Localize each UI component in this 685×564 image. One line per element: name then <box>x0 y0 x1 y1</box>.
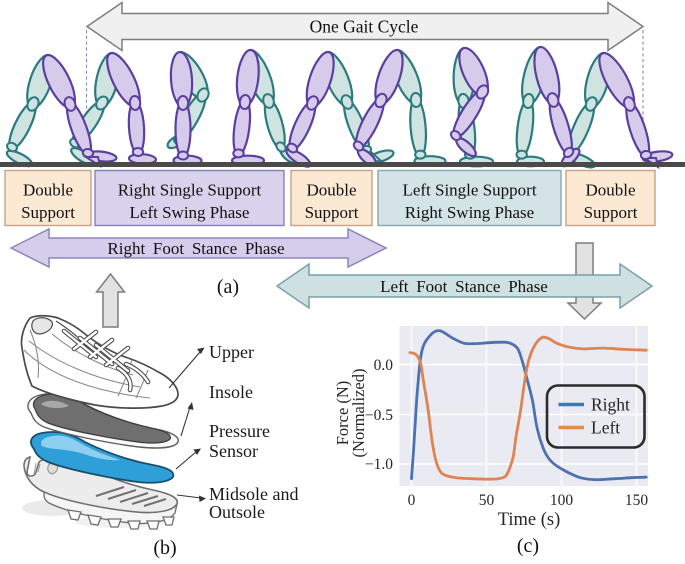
svg-text:Sensor: Sensor <box>209 441 258 461</box>
svg-text:Upper: Upper <box>209 342 254 362</box>
svg-text:Force (N): Force (N) <box>333 381 352 446</box>
svg-text:Insole: Insole <box>209 382 253 402</box>
svg-text:(a): (a) <box>217 276 239 298</box>
svg-text:Support: Support <box>305 203 359 222</box>
svg-text:Double: Double <box>306 181 356 200</box>
svg-text:Left Swing Phase: Left Swing Phase <box>130 203 250 222</box>
svg-text:0: 0 <box>408 492 416 509</box>
svg-text:Support: Support <box>21 203 75 222</box>
svg-text:(Normalized): (Normalized) <box>349 369 368 458</box>
svg-text:Left Single Support: Left Single Support <box>402 181 536 200</box>
svg-text:(b): (b) <box>153 537 176 559</box>
svg-text:Pressure: Pressure <box>209 421 270 441</box>
svg-text:−1.0: −1.0 <box>365 456 393 473</box>
svg-text:0.0: 0.0 <box>374 357 394 374</box>
svg-text:Right: Right <box>591 395 630 415</box>
svg-text:Right Foot Stance Phase: Right Foot Stance Phase <box>107 239 284 258</box>
svg-text:Outsole: Outsole <box>209 502 265 522</box>
svg-text:One Gait Cycle: One Gait Cycle <box>310 17 419 37</box>
svg-text:Right Swing Phase: Right Swing Phase <box>405 203 534 222</box>
svg-text:Right Single Support: Right Single Support <box>118 181 262 200</box>
svg-text:Double: Double <box>585 181 635 200</box>
svg-text:Time (s): Time (s) <box>498 510 561 530</box>
svg-text:Left Foot Stance Phase: Left Foot Stance Phase <box>380 277 548 296</box>
svg-text:−0.5: −0.5 <box>365 407 393 424</box>
svg-text:Double: Double <box>23 181 73 200</box>
svg-text:100: 100 <box>550 492 574 509</box>
svg-text:(c): (c) <box>517 535 539 557</box>
svg-text:Left: Left <box>591 418 620 438</box>
svg-text:150: 150 <box>625 492 649 509</box>
svg-text:Midsole and: Midsole and <box>209 484 299 504</box>
svg-text:Support: Support <box>584 203 638 222</box>
svg-text:50: 50 <box>479 492 495 509</box>
